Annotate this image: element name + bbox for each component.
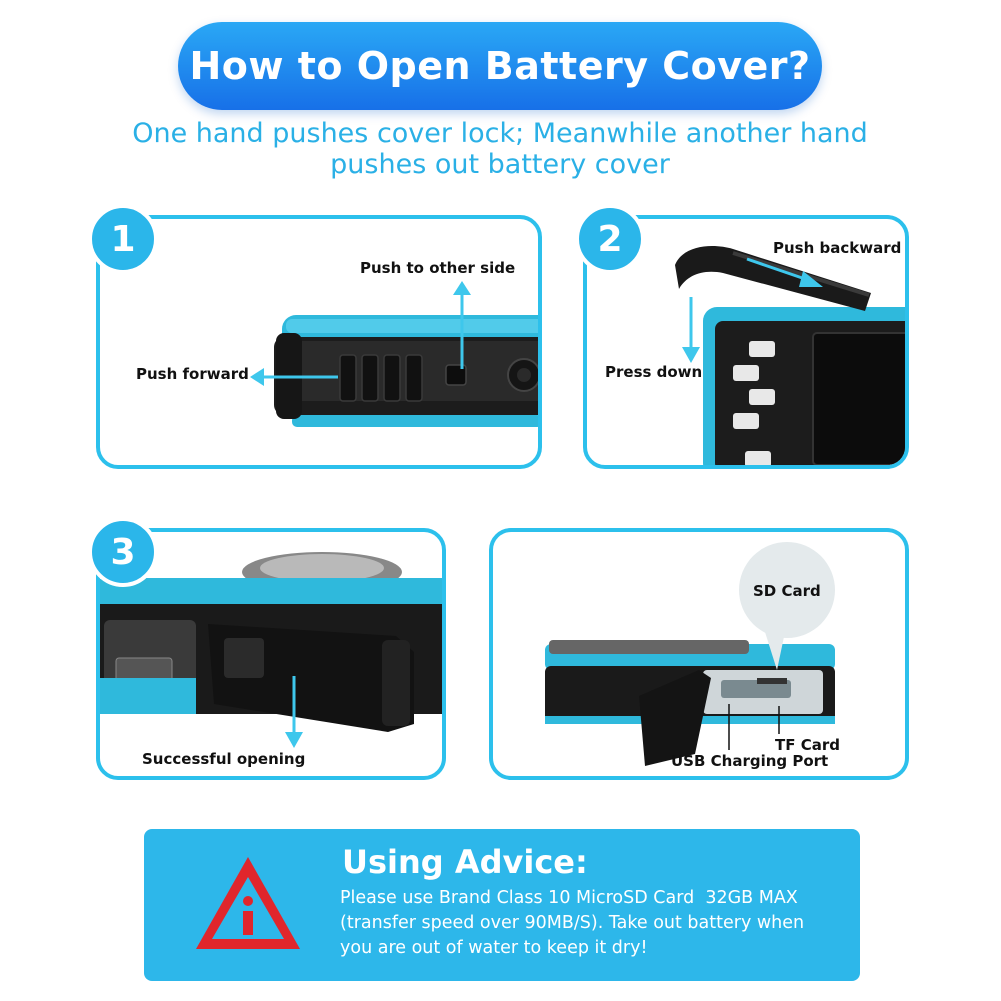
camera-bottom-illustration <box>274 315 538 427</box>
push-up-arrow-icon <box>453 281 471 369</box>
label-sd-card: SD Card <box>753 582 821 600</box>
advice-line-1: Please use Brand Class 10 MicroSD Card 3… <box>340 888 798 908</box>
slots-illustration <box>545 542 835 766</box>
step-2-number: 2 <box>597 218 623 260</box>
advice-title: Using Advice: <box>342 843 588 881</box>
advice-line-2: (transfer speed over 90MB/S). Take out b… <box>340 913 805 933</box>
label-successful-opening: Successful opening <box>142 750 306 768</box>
warning-triangle-icon <box>196 857 300 949</box>
advice-body: Please use Brand Class 10 MicroSD Card 3… <box>340 886 840 961</box>
label-push-other-side: Push to other side <box>360 259 516 277</box>
label-usb-charging-port: USB Charging Port <box>671 752 829 770</box>
slots-panel: SD Card TF Card USB Charging Port <box>489 528 909 780</box>
label-tf-card: TF Card <box>775 736 840 754</box>
step-3-panel: Successful opening <box>96 528 446 780</box>
label-push-backward: Push backward <box>773 239 902 257</box>
step-3-badge: 3 <box>88 517 158 587</box>
step-1-badge: 1 <box>88 204 158 274</box>
advice-line-3: you are out of water to keep it dry! <box>340 938 648 958</box>
camera-back-illustration <box>675 246 905 465</box>
push-backward-arrow-icon <box>746 257 823 287</box>
page-title-text: How to Open Battery Cover? <box>189 44 811 88</box>
step-3-number: 3 <box>110 531 136 573</box>
press-down-arrow-icon <box>682 297 700 363</box>
step-2-panel: Push backward Press down <box>583 215 909 469</box>
open-cover-illustration <box>100 552 442 732</box>
label-push-forward: Push forward <box>136 365 249 383</box>
step-2-badge: 2 <box>575 204 645 274</box>
label-press-down: Press down <box>605 363 703 381</box>
advice-box: Using Advice: Please use Brand Class 10 … <box>144 829 860 981</box>
subtitle-line-1: One hand pushes cover lock; Meanwhile an… <box>132 118 868 149</box>
subtitle-line-2: pushes out battery cover <box>330 149 670 180</box>
page-title: How to Open Battery Cover? <box>178 22 822 110</box>
step-1-panel: Push to other side Push forward <box>96 215 542 469</box>
step-1-number: 1 <box>110 218 136 260</box>
successful-open-arrow-icon <box>285 676 303 748</box>
push-left-arrow-icon <box>250 368 338 386</box>
page-subtitle: One hand pushes cover lock; Meanwhile an… <box>60 118 940 180</box>
